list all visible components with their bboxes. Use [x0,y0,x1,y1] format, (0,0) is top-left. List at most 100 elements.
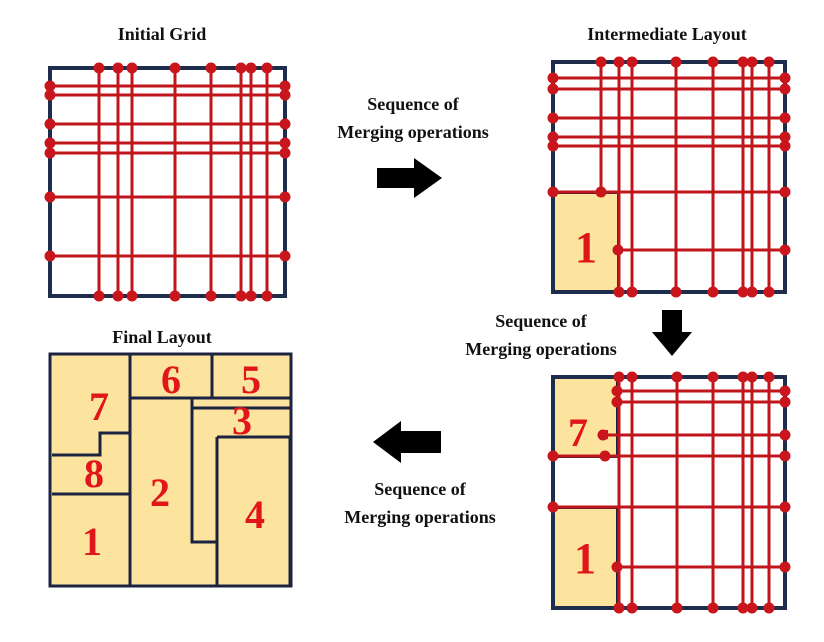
room-1-block-bottom [552,507,618,609]
intermediate-frame [551,60,787,294]
grid-node [44,137,56,149]
intermediate-grid-lines [553,62,785,292]
panel-initial-grid [44,62,291,302]
grid-node [235,62,247,74]
junction-node [600,430,608,439]
grid-node [671,602,683,614]
grid-node [626,371,638,383]
room-wall [52,431,130,457]
title-initial-grid: Initial Grid [118,24,207,44]
room-label-1: 1 [575,223,597,272]
grid-node [707,56,719,68]
grid-node [126,290,138,302]
grid-node [779,131,791,143]
grid-node [599,450,611,462]
grid-node [737,371,749,383]
grid-node [611,385,623,397]
grid-node [44,147,56,159]
grid-node [612,244,624,256]
grid-node [547,186,559,198]
caption-2-line-2: Merging operations [465,339,616,359]
grid-node [613,371,625,383]
grid-node [611,396,623,408]
grid-node [93,290,105,302]
grid-node [746,371,758,383]
room-label-1-bottom: 1 [574,534,596,583]
grid-node [626,286,638,298]
grid-node [279,118,291,130]
title-final-layout: Final Layout [112,327,212,347]
grid-node [707,286,719,298]
grid-node [763,56,775,68]
grid-node [44,80,56,92]
grid-node [779,244,791,256]
title-intermediate-layout: Intermediate Layout [587,24,746,44]
grid-node [169,290,181,302]
grid-lines [50,68,285,296]
arrow-down [652,310,692,356]
grid-node [779,72,791,84]
grid-node [613,602,625,614]
grid-node [279,80,291,92]
final-room-label-4: 4 [245,492,265,537]
grid-node [779,112,791,124]
grid-node [44,118,56,130]
caption-2-line-1: Sequence of [495,311,588,331]
grid-node [746,602,758,614]
grid-node [737,602,749,614]
caption-1-line-2: Merging operations [337,122,488,142]
third-frame [551,375,787,610]
grid-node [245,290,257,302]
grid-node [235,290,247,302]
grid-node [44,250,56,262]
grid-node [707,602,719,614]
grid-nodes [44,62,291,302]
grid-node [112,62,124,74]
grid-node [279,137,291,149]
room-label-7: 7 [568,410,588,455]
intermediate-grid-nodes [547,56,791,298]
grid-node [763,602,775,614]
grid-node [261,62,273,74]
arrow-down-icon [652,310,692,356]
caption-3-line-2: Merging operations [344,507,495,527]
grid-node [547,72,559,84]
grid-node [779,83,791,95]
final-room-walls [48,352,293,588]
grid-node [205,290,217,302]
grid-node [779,140,791,152]
panel-merged-layout: 7 1 [547,371,791,614]
grid-frame [48,66,287,298]
grid-node [169,62,181,74]
grid-node [671,371,683,383]
grid-node [279,250,291,262]
grid-node [779,501,791,513]
final-room-label-2: 2 [150,470,170,515]
arrow-right-icon [377,158,442,198]
grid-node [779,396,791,408]
grid-node [205,62,217,74]
final-room-label-3: 3 [232,398,252,443]
caption-3-line-1: Sequence of [374,479,467,499]
arrow-right [377,158,442,198]
grid-node [737,56,749,68]
arrow-left-icon [373,421,441,463]
grid-node [547,131,559,143]
grid-node [112,290,124,302]
final-room-label-7: 7 [89,384,109,429]
panel-final-layout: 7 6 5 3 8 2 4 1 [48,352,293,588]
grid-node [547,112,559,124]
grid-node [595,56,607,68]
final-room-label-8: 8 [84,451,104,496]
grid-node [613,286,625,298]
grid-node [626,602,638,614]
third-grid-nodes [547,371,791,614]
grid-node [261,290,273,302]
grid-node [245,62,257,74]
grid-node [670,286,682,298]
grid-node [779,429,791,441]
final-room-label-1: 1 [82,519,102,564]
third-grid-lines [553,377,785,608]
grid-node [737,286,749,298]
grid-node [779,385,791,397]
